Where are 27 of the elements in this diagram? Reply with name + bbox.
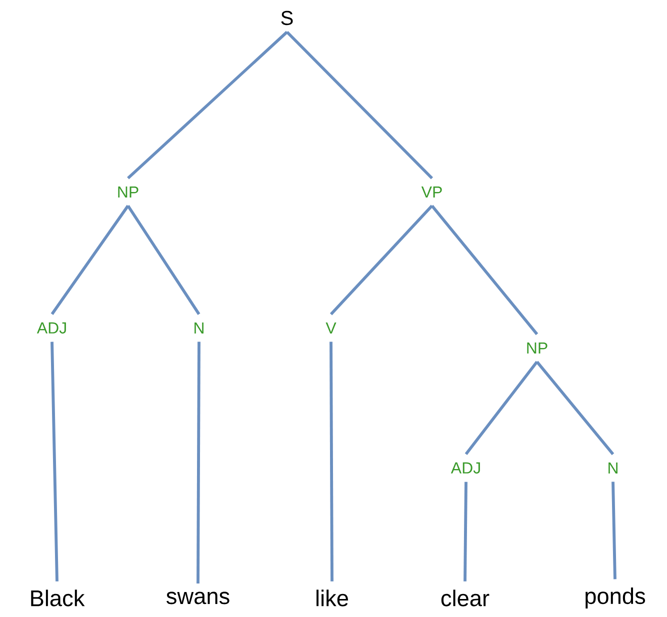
tree-branch [50,204,130,315]
tree-branch [330,342,334,582]
word-label: ponds [586,587,646,609]
category-label: N [194,322,204,334]
tree-branch [536,360,614,456]
tree-branch [430,204,538,336]
category-label: VP [421,186,442,198]
tree-branch [126,204,200,316]
root-label: S [281,10,293,26]
tree-branch [464,482,468,582]
category-label: ADJ [36,322,66,334]
category-label: NP [118,186,138,198]
word-label: clear [441,590,490,606]
tree-branch [50,342,58,582]
word-label: like [316,590,348,606]
tree-branch [127,30,288,180]
word-label: Black [31,590,85,606]
tree-branch [464,360,538,456]
tree-branch [330,204,434,316]
category-label: ADJ [450,462,480,474]
word-label: swans [166,592,230,604]
category-label: NP [527,342,548,354]
tree-branch [612,482,616,580]
category-label: N [608,462,618,474]
tree-branch [286,30,434,180]
tree-branch [196,342,200,584]
category-label: V [326,322,336,334]
